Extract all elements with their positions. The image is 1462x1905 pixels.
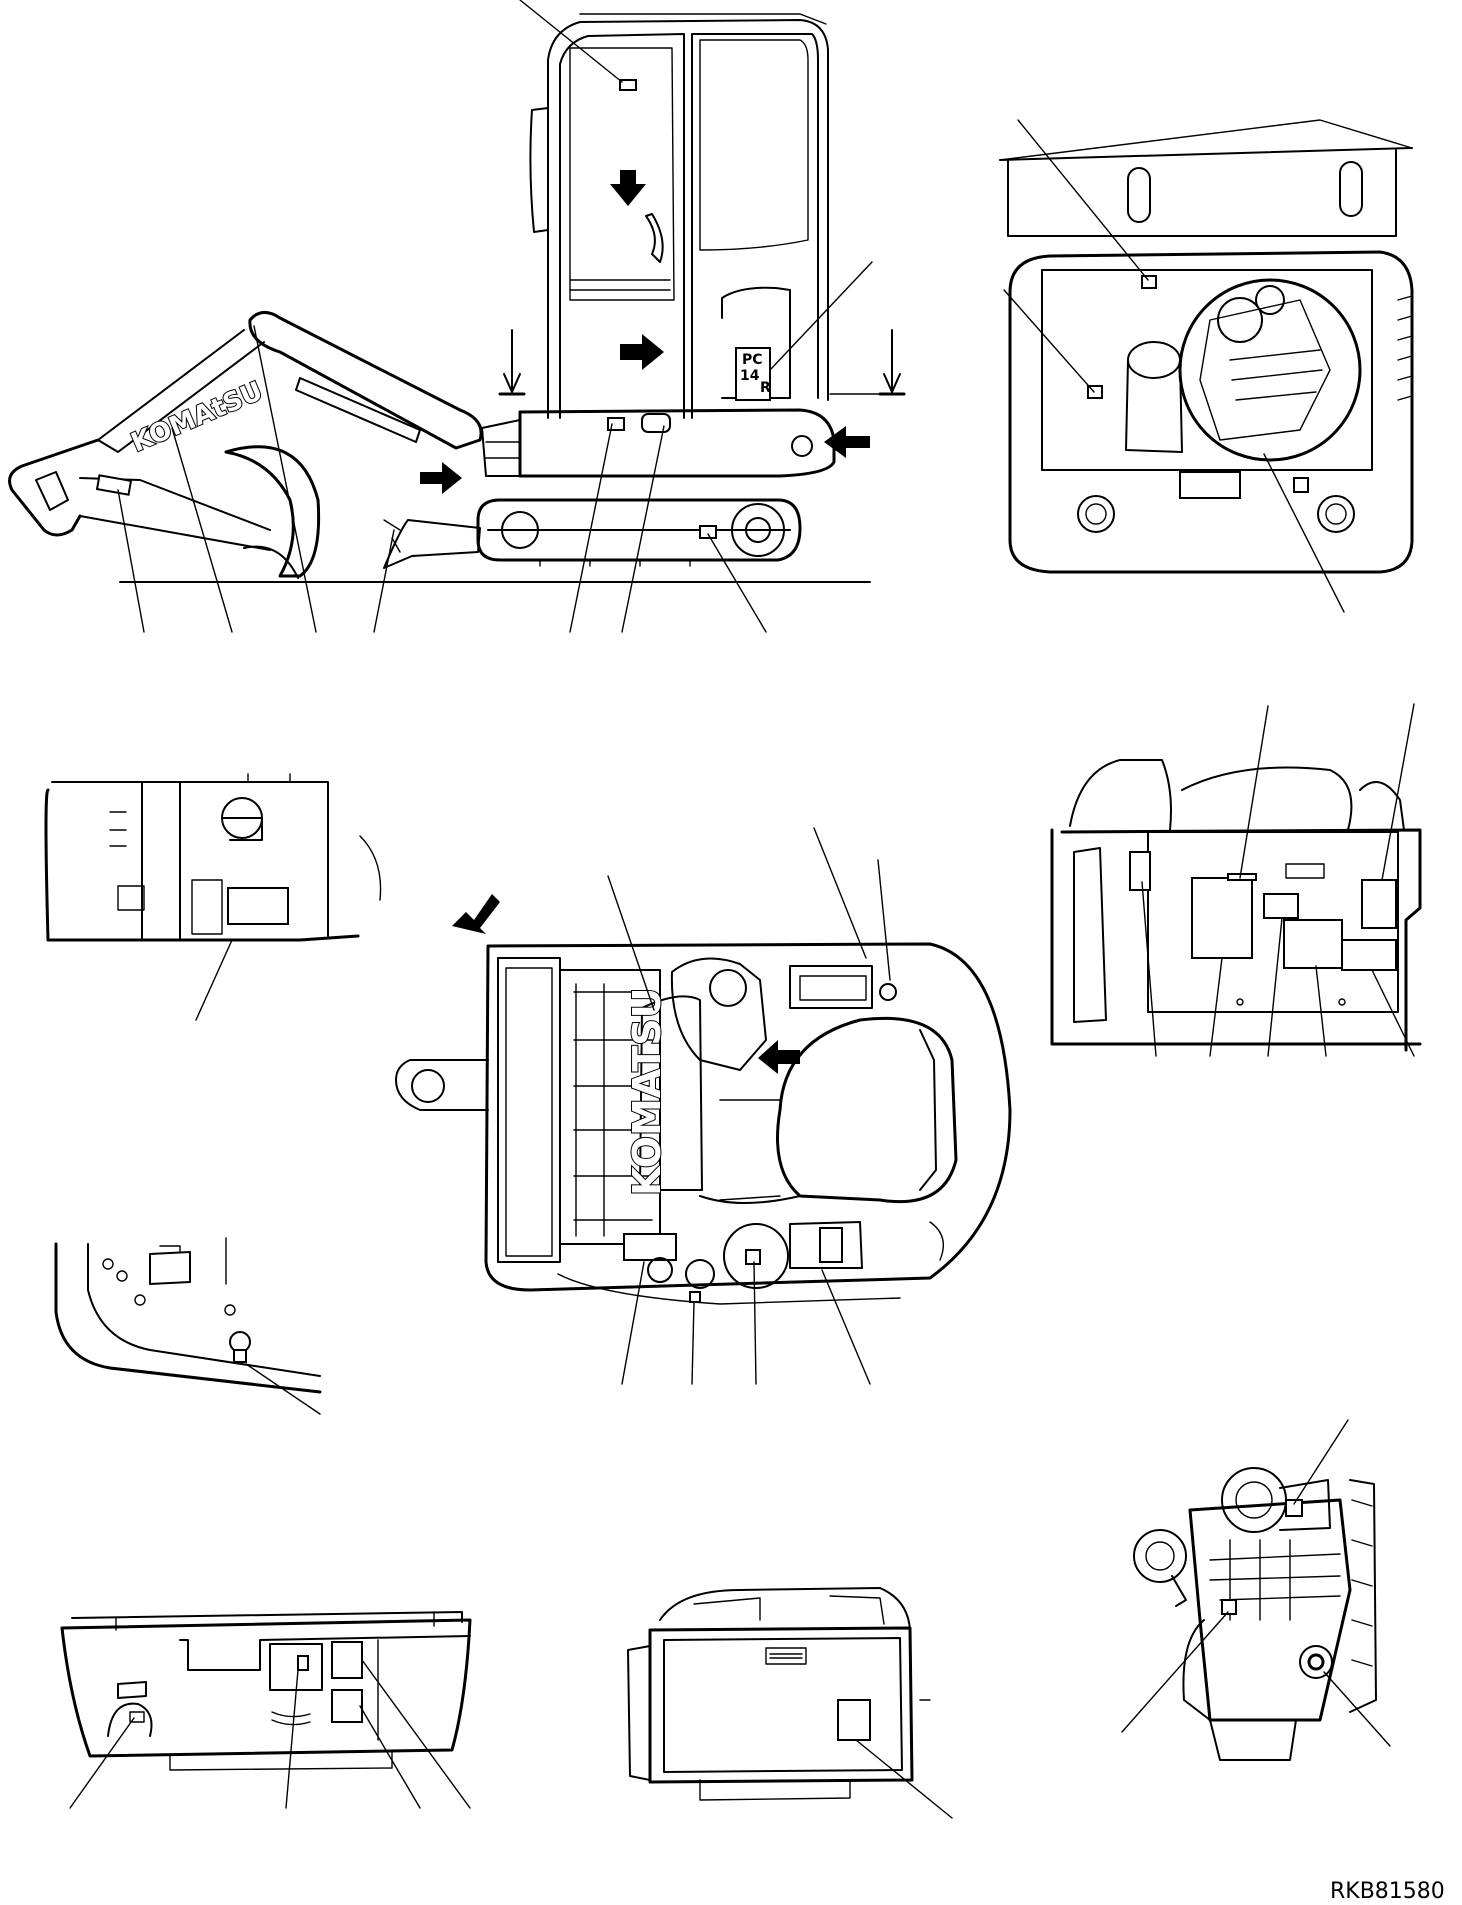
arrow-down-right-icon [452, 894, 500, 934]
engine-view [1121, 1419, 1391, 1761]
right-side-panel-view [1050, 703, 1422, 1057]
panel-label-6 [1341, 939, 1397, 971]
model-plate [735, 347, 771, 401]
top-brand-logo: KOMATSU [625, 988, 669, 1196]
arrow-right-icon [620, 334, 664, 370]
panel-label-3 [1263, 893, 1299, 919]
arrow-right-icon-2 [420, 462, 462, 494]
panel-label-2 [1191, 877, 1253, 959]
bottom-label-1 [297, 1655, 309, 1671]
arrow-left-icon-2 [758, 1040, 800, 1074]
model-plate-line-3: R [760, 380, 771, 396]
drawing-reference-number: RKB81580 [1330, 1879, 1445, 1904]
rear-view-engine [999, 119, 1414, 613]
arm-label [95, 474, 133, 496]
tank-label [227, 887, 289, 925]
rear-label-4 [1293, 477, 1309, 493]
top-label-4 [819, 1227, 843, 1263]
bottom-label-2 [331, 1641, 363, 1679]
panel-label-2-tab [1227, 873, 1257, 881]
top-label-3 [745, 1249, 761, 1265]
control-box-view [627, 1587, 953, 1819]
arrow-down-icon [610, 170, 646, 206]
left-side-tank-view [44, 773, 382, 1021]
body-label-1 [607, 417, 625, 431]
model-plate-line-1: PC [742, 352, 763, 368]
model-plate-line-2: 14 [740, 368, 760, 384]
engine-label-1 [1285, 1499, 1303, 1517]
engine-label-2 [1221, 1599, 1237, 1615]
body-label-2 [641, 413, 671, 433]
floor-corner-view [54, 1237, 322, 1415]
track-label [699, 525, 717, 539]
side-view-leaders [117, 0, 873, 633]
panel-label-4 [1283, 919, 1343, 969]
panel-label-1 [1129, 851, 1151, 891]
cab-label-marker [619, 79, 637, 91]
rear-label-1 [1141, 275, 1157, 289]
floor-label [233, 1349, 247, 1363]
side-view-excavator: PC 14 R [8, 13, 906, 583]
control-box-label [837, 1699, 871, 1741]
bottom-label-3 [331, 1689, 363, 1723]
panel-label-5 [1361, 879, 1397, 929]
arrow-left-icon [824, 426, 870, 458]
tank-bottom-view [60, 1611, 472, 1809]
top-view-machine: KOMATSU [395, 827, 1012, 1385]
top-label-1 [623, 1233, 677, 1261]
top-label-2 [689, 1291, 701, 1303]
rear-label-3 [1179, 471, 1241, 499]
